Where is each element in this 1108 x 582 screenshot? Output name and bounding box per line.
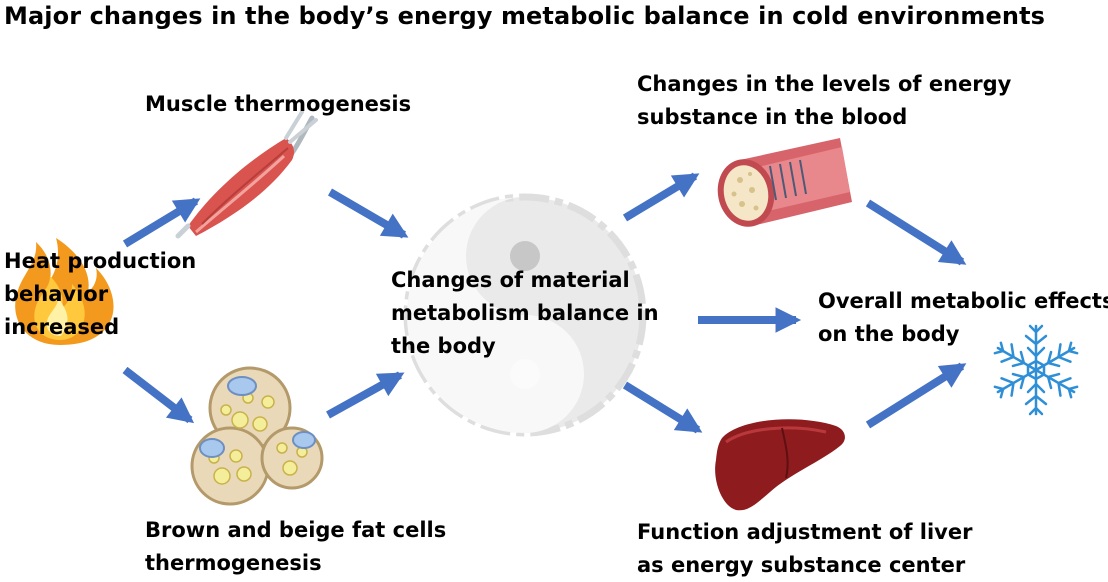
fat-cells-icon: [190, 366, 324, 506]
arrow-muscle-to-center: [327, 188, 409, 239]
snowflake-icon: [991, 324, 1081, 416]
fat-cells-label: Brown and beige fat cells thermogenesis: [145, 518, 447, 575]
arrow-center-to-blood: [622, 172, 700, 222]
fire-icon: [15, 238, 114, 345]
center-label: Changes of material metabolism balance i…: [391, 268, 659, 358]
muscle-thermogenesis-label: Muscle thermogenesis: [145, 92, 412, 116]
arrow-heat-to-muscle: [122, 197, 201, 248]
liver-function-label: Function adjustment of liver as energy s…: [637, 520, 973, 577]
overall-effects-label: Overall metabolic effects on the body: [818, 289, 1108, 346]
arrow-liver-to-overall: [865, 362, 967, 429]
blood-vessel-icon: [717, 138, 852, 227]
arrow-center-to-liver: [622, 381, 703, 434]
arrow-heat-to-fat: [122, 366, 195, 424]
muscle-icon: [175, 110, 318, 239]
heat-production-label: Heat production behavior increased: [4, 249, 197, 339]
diagram-title: Major changes in the body’s energy metab…: [4, 2, 1046, 30]
arrow-fat-to-center: [326, 371, 405, 419]
blood-levels-label: Changes in the levels of energy substanc…: [637, 72, 1012, 129]
liver-icon: [715, 419, 845, 511]
arrow-blood-to-overall: [865, 199, 967, 266]
